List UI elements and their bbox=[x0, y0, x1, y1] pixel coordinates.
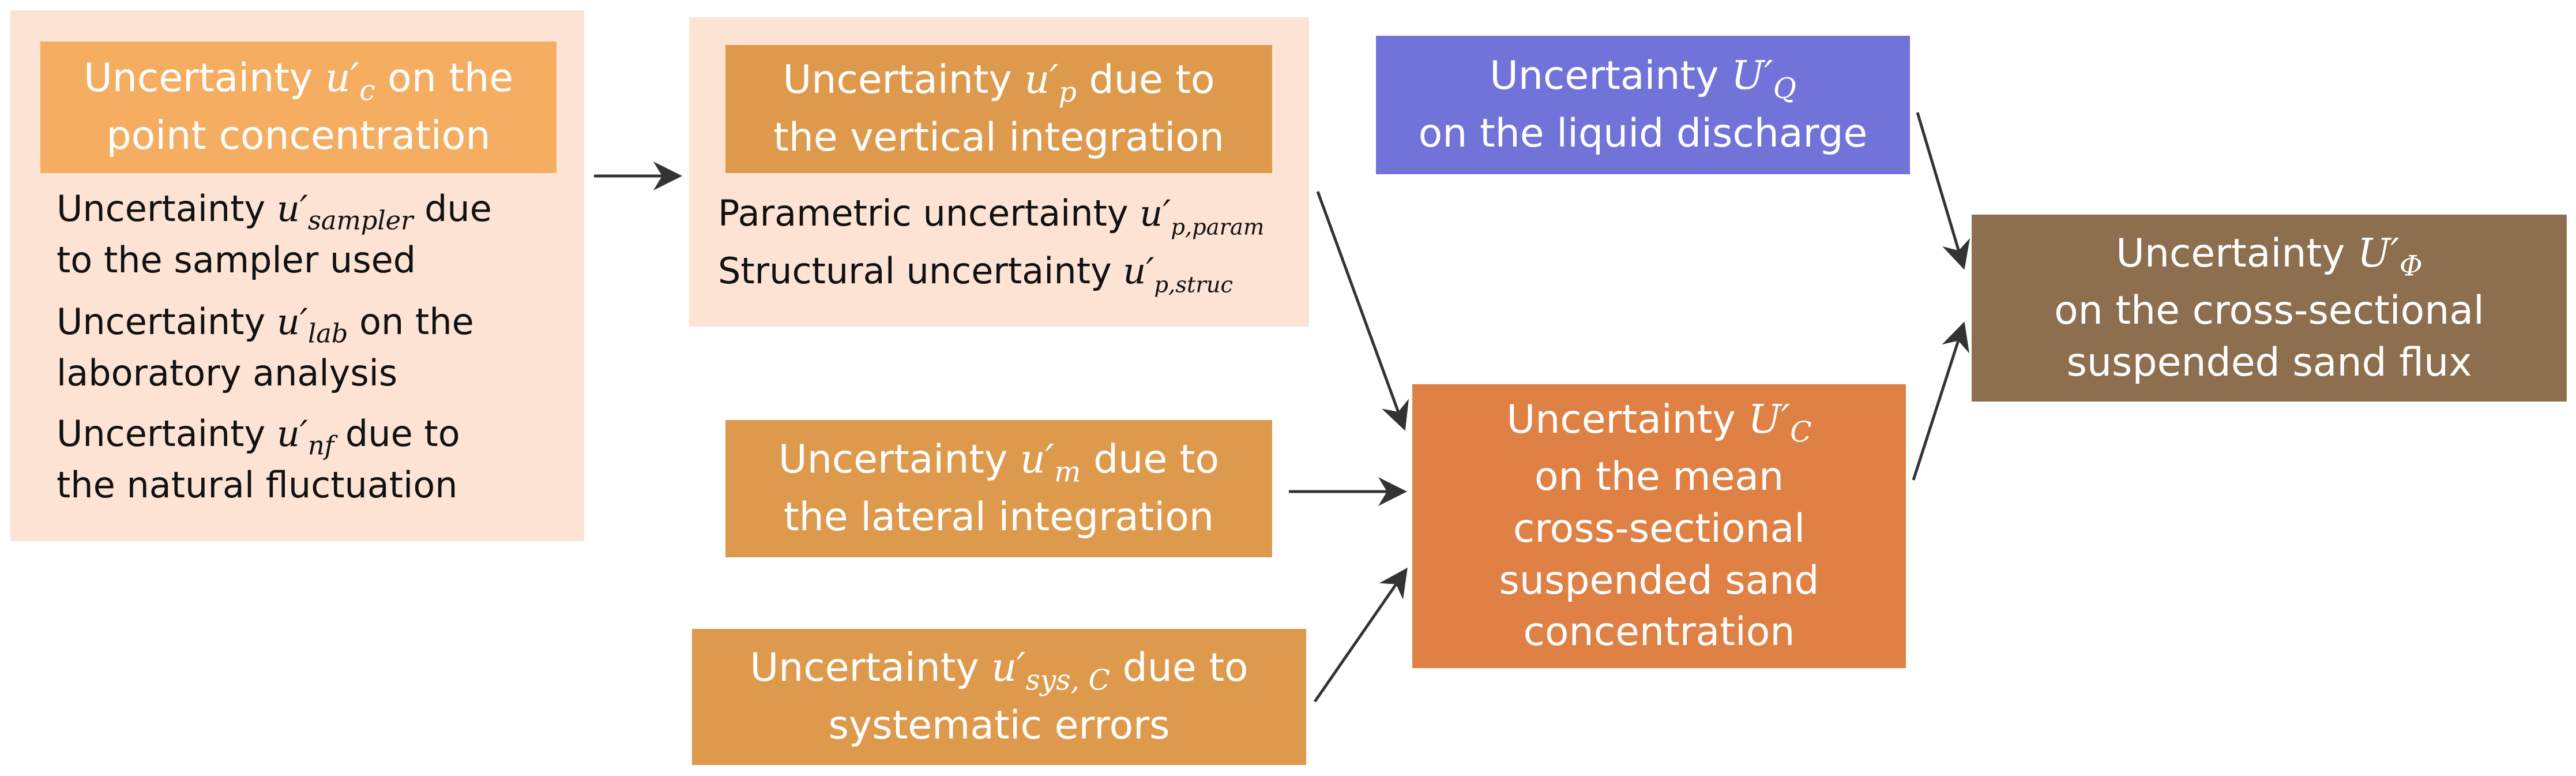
liquid-discharge-box: Uncertainty U′Q on the liquid discharge bbox=[1376, 36, 1910, 174]
arrow-vertical-to-mean bbox=[1316, 191, 1409, 431]
arrow-discharge-to-flux bbox=[1916, 112, 1970, 270]
systematic-errors-box: Uncertainty u′sys, C due to systematic e… bbox=[692, 629, 1306, 765]
natural-fluctuation-uncertainty-item: Uncertainty u′nf due to the natural fluc… bbox=[57, 413, 460, 507]
arrow-mean-to-flux bbox=[1912, 321, 1969, 481]
parametric-uncertainty-item: Parametric uncertainty u′p,param bbox=[718, 192, 1265, 241]
point-concentration-header: Uncertainty u′c on the point concentrati… bbox=[40, 42, 556, 173]
sand-flux-box: Uncertainty U′Φ on the cross-sectional s… bbox=[1972, 215, 2567, 402]
mean-concentration-box: Uncertainty U′C on the mean cross-sectio… bbox=[1412, 384, 1906, 668]
laboratory-uncertainty-item: Uncertainty u′lab on the laboratory anal… bbox=[57, 301, 474, 395]
structural-uncertainty-item: Structural uncertainty u′p,struc bbox=[718, 250, 1234, 298]
arrow-systematic-to-mean bbox=[1313, 567, 1408, 703]
sampler-uncertainty-item: Uncertainty u′sampler due to the sampler… bbox=[57, 188, 492, 282]
vertical-integration-header: Uncertainty u′p due to the vertical inte… bbox=[725, 45, 1272, 173]
lateral-integration-box: Uncertainty u′m due to the lateral integ… bbox=[725, 420, 1272, 557]
